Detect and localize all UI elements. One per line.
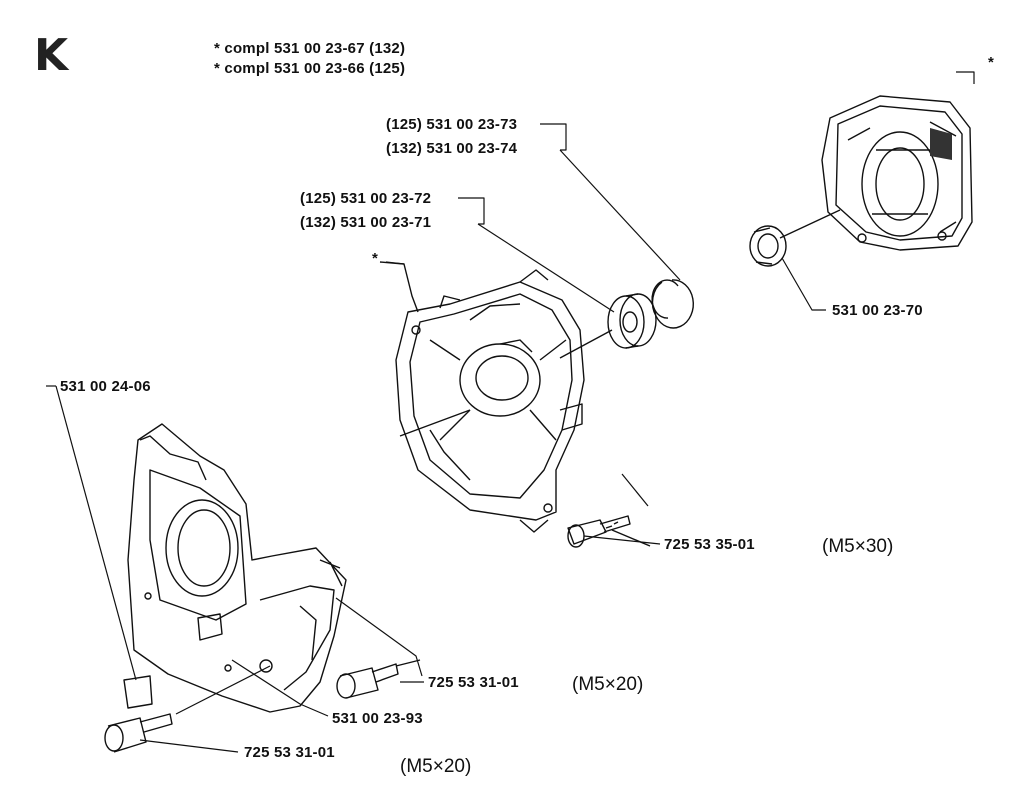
label-circlip-125: (125) 531 00 23-73 bbox=[386, 116, 518, 133]
sticker bbox=[123, 675, 153, 709]
screw-m5x20-lower bbox=[104, 713, 173, 753]
header-compl-125: * compl 531 00 23-66 (125) bbox=[214, 60, 406, 77]
label-screw-a: 725 53 35-01 bbox=[664, 536, 755, 553]
label-seal: 531 00 23-70 bbox=[832, 302, 923, 319]
label-sticker: 531 00 24-06 bbox=[60, 378, 151, 395]
crankcase-half-right bbox=[821, 95, 973, 251]
label-screw-c: 725 53 31-01 bbox=[244, 744, 335, 761]
spec-screw-c: (M5×20) bbox=[400, 756, 472, 777]
label-bearing-125: (125) 531 00 23-72 bbox=[300, 190, 432, 207]
front-cover bbox=[127, 423, 347, 713]
label-bearing-132: (132) 531 00 23-71 bbox=[300, 214, 432, 231]
leader-lines bbox=[46, 71, 975, 753]
label-cover: 531 00 23-93 bbox=[332, 710, 423, 727]
spec-screw-a: (M5×30) bbox=[822, 536, 894, 557]
circlip bbox=[651, 279, 694, 329]
seal-ring bbox=[749, 209, 841, 267]
section-letter: K bbox=[34, 30, 69, 81]
header-compl-132: * compl 531 00 23-67 (132) bbox=[214, 40, 406, 57]
screw-m5x20-upper bbox=[336, 659, 421, 699]
spec-screw-b: (M5×20) bbox=[572, 674, 644, 695]
ball-bearing bbox=[559, 293, 657, 359]
crankcase-half-center bbox=[379, 261, 585, 533]
label-circlip-132: (132) 531 00 23-74 bbox=[386, 140, 518, 157]
screw-m5x30 bbox=[567, 515, 651, 548]
asterisk-right-case: * bbox=[988, 54, 994, 71]
asterisk-center-case: * bbox=[372, 250, 378, 267]
label-screw-b: 725 53 31-01 bbox=[428, 674, 519, 691]
